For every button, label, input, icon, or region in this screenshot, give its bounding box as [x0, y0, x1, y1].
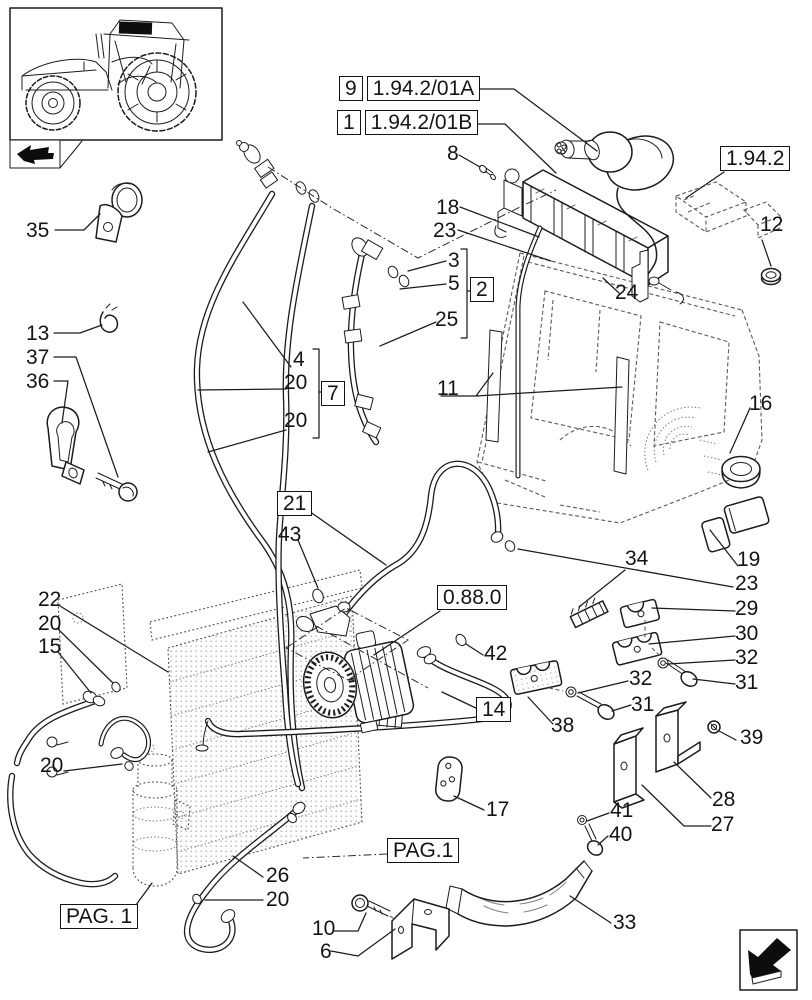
- callout-18: 18: [436, 196, 460, 219]
- callout-35: 35: [26, 219, 50, 242]
- bolt-37: [95, 472, 138, 502]
- callout-8: 8: [447, 142, 459, 165]
- bolt-40-washer-41: [577, 815, 604, 856]
- alignment-lines: [267, 166, 557, 859]
- callout-11: 11: [437, 377, 459, 400]
- callout-13: 13: [26, 322, 50, 345]
- callout-39: 39: [740, 726, 764, 749]
- hoses-and-pipes: [7, 190, 543, 953]
- callout-38: 38: [551, 714, 575, 737]
- bolt-10: [351, 894, 400, 923]
- cab-outline: [476, 252, 763, 524]
- callout-30: 30: [735, 622, 759, 645]
- heater-bracket-24: [631, 249, 684, 305]
- callout-20: 20: [266, 888, 290, 911]
- strap-33: [445, 860, 593, 927]
- ref-code[interactable]: 1.94.2/01B: [364, 110, 479, 135]
- ref-box-1-94-2[interactable]: 1.94.2: [720, 146, 791, 171]
- heater-evaporator-unit: [494, 131, 684, 305]
- clip-13: [99, 303, 119, 333]
- tractor-thumbnail: [9, 7, 223, 141]
- callout-4: 4: [293, 348, 305, 371]
- grommet-ring-16: [721, 455, 761, 489]
- callout-5: 5: [448, 272, 460, 295]
- plate-17: [435, 756, 463, 802]
- callout-20: 20: [284, 409, 308, 432]
- callout-40: 40: [609, 823, 633, 846]
- ref-box-21[interactable]: 21: [277, 491, 313, 516]
- ref-box-PAG-1[interactable]: PAG.1: [387, 838, 460, 863]
- ref-box-14[interactable]: 14: [476, 697, 512, 722]
- ref-box-2[interactable]: 2: [470, 277, 494, 302]
- clamp-38: [509, 660, 615, 720]
- callout-22: 22: [38, 588, 62, 611]
- ref-box-PAG-1[interactable]: PAG. 1: [60, 904, 139, 929]
- callout-36: 36: [26, 370, 50, 393]
- callout-28: 28: [712, 788, 736, 811]
- callout-27: 27: [711, 813, 735, 836]
- callout-42: 42: [484, 642, 508, 665]
- ref-box-7[interactable]: 7: [321, 381, 345, 406]
- callout-20: 20: [38, 612, 62, 635]
- ref-box-0-88-0[interactable]: 0.88.0: [437, 585, 508, 610]
- callout-37: 37: [26, 346, 50, 369]
- callout-17: 17: [486, 798, 510, 821]
- callout-43: 43: [278, 523, 302, 546]
- back-arrow-box[interactable]: [9, 139, 83, 169]
- callout-3: 3: [448, 249, 460, 272]
- callout-33: 33: [613, 911, 637, 934]
- callout-32: 32: [735, 646, 759, 669]
- forward-arrow-box[interactable]: [739, 929, 798, 991]
- ref-code[interactable]: 1.94.2/01A: [366, 76, 481, 101]
- callout-31: 31: [735, 671, 759, 694]
- callout-19: 19: [737, 548, 761, 571]
- callout-25: 25: [435, 308, 459, 331]
- pillar-trim-strips: [485, 329, 630, 475]
- callout-24: 24: [615, 281, 639, 304]
- strip-34: [569, 597, 609, 629]
- pipe-clamps-29-30: [611, 598, 698, 687]
- callout-12: 12: [760, 213, 784, 236]
- bracket-6: [391, 898, 450, 960]
- callout-15: 15: [38, 635, 62, 658]
- bracket-28: [655, 701, 701, 773]
- callout-20: 20: [284, 371, 308, 394]
- nut-39: [707, 720, 721, 734]
- callout-23: 23: [735, 572, 759, 595]
- bracket-27: [613, 727, 645, 809]
- ref-index: 9: [339, 76, 363, 101]
- callout-6: 6: [320, 940, 332, 963]
- cap-12: [760, 267, 782, 286]
- callout-31: 31: [631, 693, 655, 716]
- forward-arrow-icon: [748, 938, 791, 978]
- compressor: [285, 607, 415, 734]
- callout-29: 29: [735, 597, 759, 620]
- callout-41: 41: [610, 799, 634, 822]
- receiver-drier: [132, 743, 191, 887]
- callout-20: 20: [40, 754, 64, 777]
- clamp-36: [46, 406, 85, 485]
- ref-index: 1: [337, 110, 361, 135]
- clamp-35: [95, 182, 143, 243]
- foam-pads-19: [701, 496, 770, 553]
- leader-lines: [53, 88, 772, 957]
- callout-16: 16: [749, 392, 773, 415]
- plug-8: [479, 164, 496, 181]
- callout-26: 26: [266, 864, 290, 887]
- callout-32: 32: [629, 667, 653, 690]
- callout-23: 23: [433, 219, 457, 242]
- callout-10: 10: [312, 917, 336, 940]
- callout-34: 34: [625, 547, 649, 570]
- back-arrow-icon: [17, 145, 54, 164]
